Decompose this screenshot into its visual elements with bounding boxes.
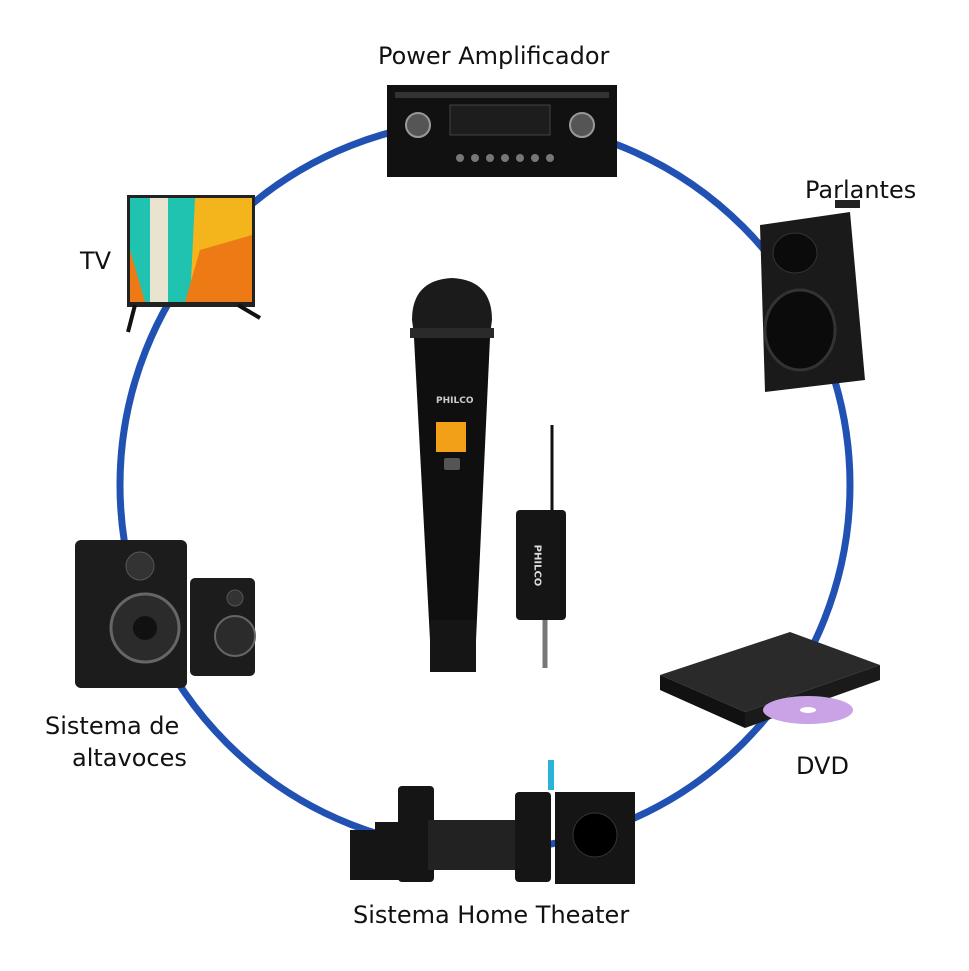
label-bookshelf-line2: altavoces (72, 744, 187, 772)
home-theater-image (350, 760, 635, 884)
label-bookshelf-line1: Sistema de (45, 712, 180, 740)
tv-image (126, 195, 262, 333)
power-amplifier-image (387, 85, 617, 177)
label-tv: TV (80, 247, 112, 275)
label-home-theater: Sistema Home Theater (353, 901, 630, 929)
label-power-amplifier: Power Amplificador (378, 42, 610, 70)
mic-brand-logo: PHILCO (436, 396, 474, 406)
receiver-brand-logo: PHILCO (531, 544, 543, 587)
receiver-image (516, 425, 566, 668)
label-speakers: Parlantes (805, 176, 917, 204)
dvd-player-image (660, 632, 880, 728)
party-speaker-image (760, 200, 865, 392)
label-dvd: DVD (796, 752, 849, 780)
wireless-microphone-image (410, 278, 494, 672)
bookshelf-speakers-image (75, 540, 256, 688)
